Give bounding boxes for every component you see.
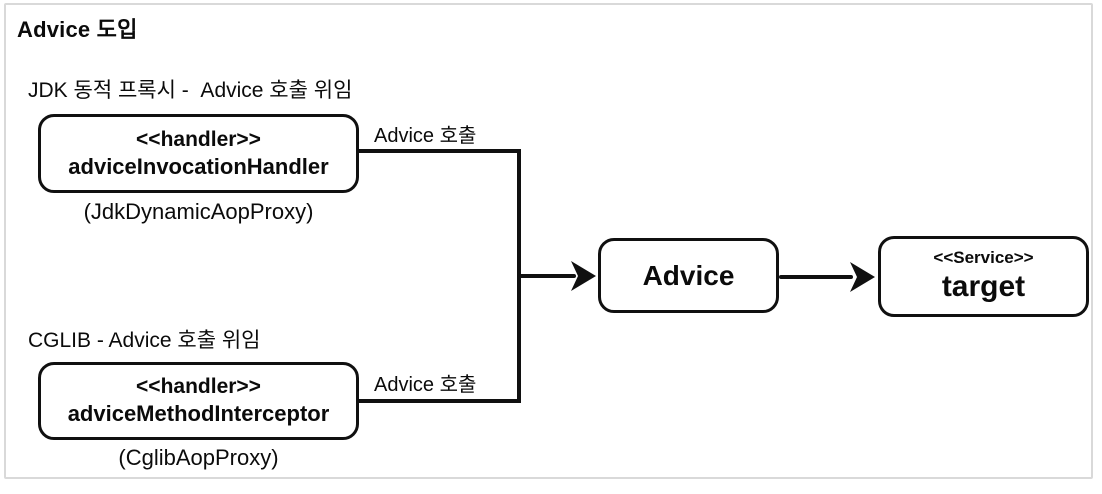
jdk-caption: (JdkDynamicAopProxy) xyxy=(83,199,314,224)
node-advice: Advice xyxy=(598,238,779,313)
node-name: adviceInvocationHandler xyxy=(68,153,329,179)
node-stereotype: <<Service>> xyxy=(933,248,1034,268)
node-target: <<Service>> target xyxy=(878,236,1089,317)
diagram-title: Advice 도입 xyxy=(17,17,138,42)
cglib-caption: (CglibAopProxy) xyxy=(118,445,279,470)
node-stereotype: <<handler>> xyxy=(136,127,261,151)
jdk-arrow-label: Advice 호출 xyxy=(374,125,477,147)
node-stereotype: <<handler>> xyxy=(136,375,261,399)
node-name: target xyxy=(941,269,1026,303)
node-name: adviceMethodInterceptor xyxy=(67,401,330,427)
outer-frame xyxy=(4,3,1093,479)
node-name: Advice xyxy=(642,260,735,291)
jdk-group-label: JDK 동적 프록시 - Advice 호출 위임 xyxy=(28,79,353,102)
node-advice-invocation-handler: <<handler>> adviceInvocationHandler xyxy=(38,114,359,193)
cglib-arrow-label: Advice 호출 xyxy=(374,374,477,396)
cglib-group-label: CGLIB - Advice 호출 위임 xyxy=(28,329,261,352)
node-advice-method-interceptor: <<handler>> adviceMethodInterceptor xyxy=(38,362,359,440)
